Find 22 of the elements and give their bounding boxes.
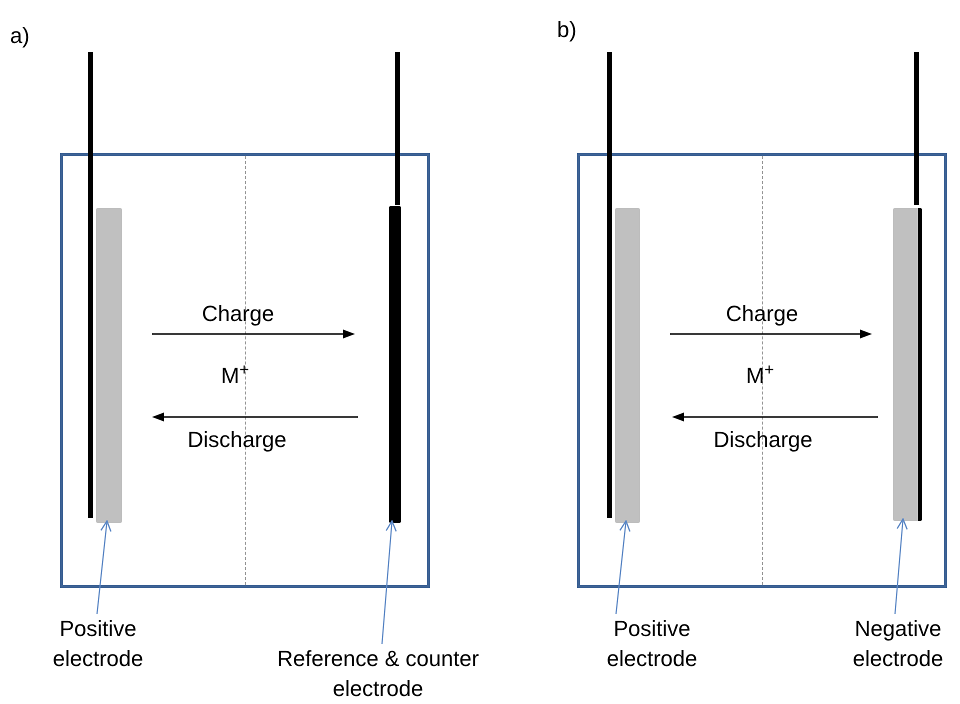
text-label: Charge <box>726 300 798 328</box>
text-label: M$^{+}$ <box>746 362 774 390</box>
text-label: M$^{+}$ <box>221 362 249 390</box>
panel-letter: a) <box>10 22 30 50</box>
leader-line <box>894 518 908 614</box>
electrode-label: Reference & counter electrode <box>238 644 518 702</box>
electrode-label: Positive electrode <box>28 614 168 674</box>
leader-line <box>381 520 397 644</box>
electrode <box>893 208 922 521</box>
cell-container <box>60 153 430 588</box>
leader-line <box>615 520 631 614</box>
text-label: Discharge <box>187 426 287 454</box>
electrode-label: Positive electrode <box>582 614 722 674</box>
electrode-label: Negative electrode <box>836 614 960 674</box>
electrode <box>615 208 640 523</box>
text-label: Discharge <box>713 426 813 454</box>
panel-letter: b) <box>557 16 577 44</box>
cell-container <box>577 153 947 588</box>
leader-line <box>96 520 112 614</box>
text-label: Charge <box>202 300 274 328</box>
electrode <box>389 206 401 523</box>
electrode <box>96 208 122 523</box>
